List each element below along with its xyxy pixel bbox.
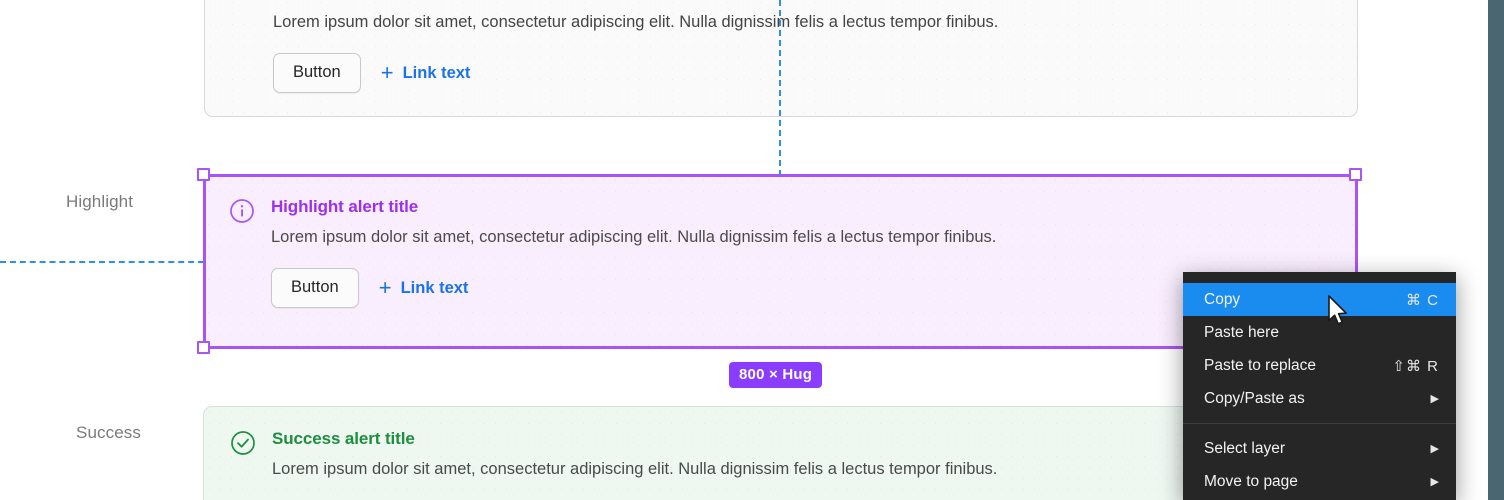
- menu-item-label: Move to page: [1204, 472, 1298, 490]
- menu-item-label: Paste to replace: [1204, 356, 1317, 374]
- alert-link-label: Link text: [400, 278, 469, 297]
- menu-separator: [1183, 423, 1456, 424]
- alert-card-default[interactable]: Lorem ipsum dolor sit amet, consectetur …: [204, 0, 1358, 117]
- row-label-success: Success: [76, 423, 141, 442]
- info-circle-icon: [229, 198, 255, 224]
- menu-item-label: Copy/Paste as: [1204, 389, 1305, 407]
- alert-actions: Button + Link text: [271, 268, 1332, 309]
- context-menu-item-copy[interactable]: Copy ⌘ C: [1183, 283, 1456, 316]
- submenu-arrow-icon: ▶: [1430, 476, 1439, 488]
- selection-edge-left: [203, 174, 206, 349]
- menu-item-label: Paste here: [1204, 323, 1279, 341]
- submenu-arrow-icon: ▶: [1430, 393, 1439, 405]
- resize-handle-top-left[interactable]: [197, 168, 210, 181]
- selection-edge-bottom: [203, 346, 1358, 349]
- plus-icon: +: [378, 275, 392, 301]
- submenu-arrow-icon: ▶: [1430, 443, 1439, 455]
- context-menu-item-copy-paste-as[interactable]: Copy/Paste as ▶: [1183, 382, 1456, 415]
- alert-title: Highlight alert title: [271, 197, 419, 216]
- alert-button[interactable]: Button: [273, 53, 361, 94]
- check-circle-icon: [230, 430, 256, 456]
- menu-item-label: Select layer: [1204, 439, 1285, 457]
- selection-edge-top: [203, 174, 1358, 177]
- row-label-highlight: Highlight: [66, 192, 134, 211]
- viewport-edge-band: [1488, 0, 1504, 500]
- alert-actions: Button + Link text: [273, 53, 1331, 94]
- alert-button[interactable]: Button: [271, 268, 359, 309]
- alert-description: Lorem ipsum dolor sit amet, consectetur …: [273, 13, 999, 31]
- horizontal-guide: [0, 261, 204, 263]
- alert-link[interactable]: + Link text: [381, 62, 471, 84]
- context-menu-item-select-layer[interactable]: Select layer ▶: [1183, 432, 1456, 465]
- plus-icon: +: [380, 60, 394, 86]
- selection-size-badge: 800 × Hug: [729, 362, 823, 388]
- alert-link-label: Link text: [402, 63, 471, 82]
- selection-edge-right: [1355, 174, 1358, 349]
- alert-description: Lorem ipsum dolor sit amet, consectetur …: [271, 228, 997, 246]
- context-menu[interactable]: Copy ⌘ C Paste here Paste to replace ⇧⌘ …: [1183, 272, 1456, 500]
- context-menu-item-paste-here[interactable]: Paste here: [1183, 316, 1456, 349]
- resize-handle-top-right[interactable]: [1349, 168, 1362, 181]
- menu-item-label: Copy: [1204, 290, 1241, 308]
- menu-item-shortcut: ⌘ C: [1406, 291, 1439, 309]
- menu-item-shortcut: ⇧⌘ R: [1392, 357, 1439, 375]
- resize-handle-bottom-left[interactable]: [197, 341, 210, 354]
- alert-title: Success alert title: [272, 429, 415, 448]
- context-menu-item-move-to-page[interactable]: Move to page ▶: [1183, 465, 1456, 498]
- vertical-guide: [779, 0, 781, 176]
- alert-link[interactable]: + Link text: [379, 277, 469, 299]
- context-menu-item-paste-to-replace[interactable]: Paste to replace ⇧⌘ R: [1183, 349, 1456, 382]
- alert-description: Lorem ipsum dolor sit amet, consectetur …: [272, 460, 998, 478]
- info-circle-icon: [231, 12, 257, 38]
